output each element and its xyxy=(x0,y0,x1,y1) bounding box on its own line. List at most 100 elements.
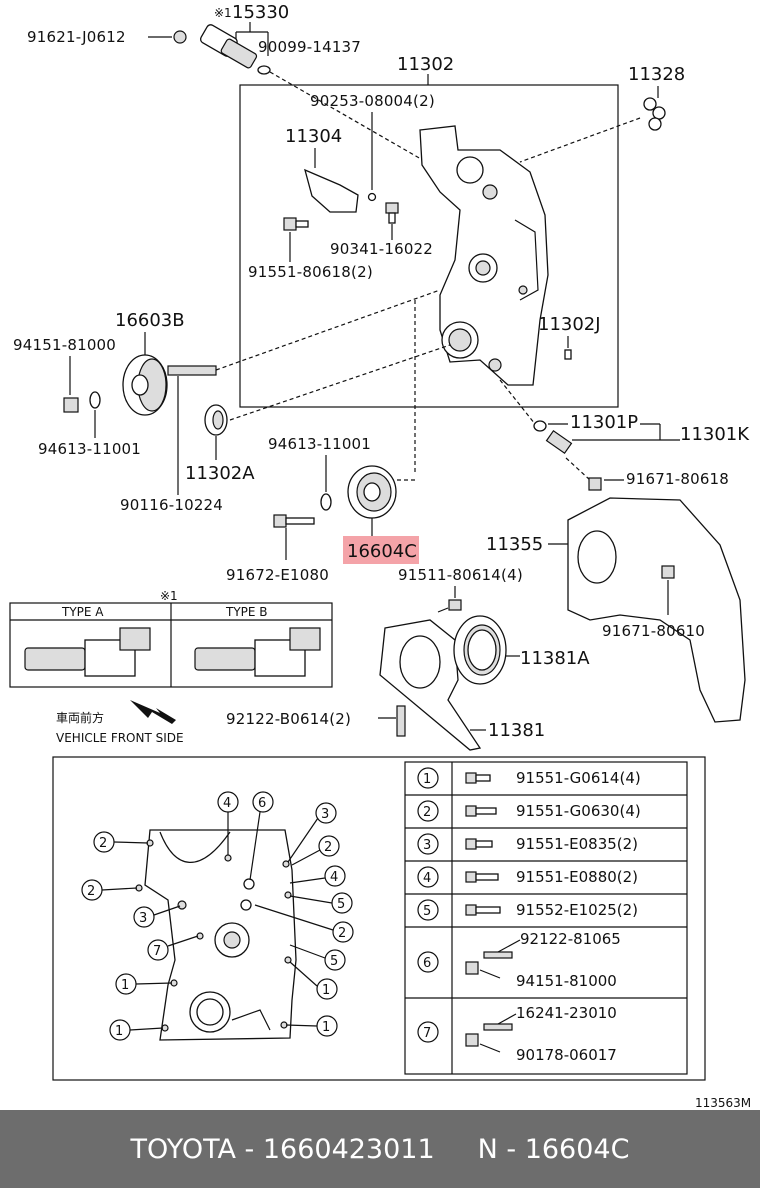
label-11328[interactable]: 11328 xyxy=(628,64,685,85)
note-mark: ※1 xyxy=(160,589,178,603)
label-91621-j0612[interactable]: 91621-J0612 xyxy=(27,28,126,46)
stud-bolt-90116-icon xyxy=(167,365,217,376)
oil-seal-11381a-icon xyxy=(453,615,507,685)
svg-text:2: 2 xyxy=(99,836,107,851)
svg-text:5: 5 xyxy=(330,954,338,969)
label-91551-80618[interactable]: 91551-80618(2) xyxy=(248,263,373,281)
svg-text:2: 2 xyxy=(324,840,332,855)
label-90116-10224[interactable]: 90116-10224 xyxy=(120,496,223,514)
bolt-90341-icon xyxy=(385,202,399,224)
legend-part-2[interactable]: 91551-G0630(4) xyxy=(516,802,641,820)
svg-text:2: 2 xyxy=(338,926,346,941)
label-15330[interactable]: 15330 xyxy=(232,2,289,23)
svg-text:4: 4 xyxy=(223,796,231,811)
type-b-label: TYPE B xyxy=(225,605,268,619)
footer-bar: TOYOTA - 1660423011 N - 16604C xyxy=(0,1110,760,1188)
oil-control-valve-icon xyxy=(199,24,258,69)
label-90253-08004[interactable]: 90253-08004(2) xyxy=(310,92,435,110)
label-16603b[interactable]: 16603B xyxy=(115,310,185,331)
label-91671-80618[interactable]: 91671-80618 xyxy=(626,470,729,488)
footer-ref-letter: N xyxy=(477,1133,498,1165)
rear-plate-11355-icon xyxy=(567,497,746,723)
o-ring-11301p-icon xyxy=(533,420,547,432)
diagram-code: 113563M xyxy=(695,1096,751,1110)
legend-table xyxy=(404,761,688,1075)
label-92122-b0614[interactable]: 92122-B0614(2) xyxy=(226,710,351,728)
label-91672-e1080[interactable]: 91672-E1080 xyxy=(226,566,329,584)
legend-part-6b[interactable]: 94151-81000 xyxy=(516,972,617,990)
label-94151-81000-top[interactable]: 94151-81000 xyxy=(13,336,116,354)
legend-part-3[interactable]: 91551-E0835(2) xyxy=(516,835,638,853)
footer-part-number: 1660423011 xyxy=(262,1133,435,1165)
label-90341-16022[interactable]: 90341-16022 xyxy=(330,240,433,258)
label-11381[interactable]: 11381 xyxy=(488,720,545,741)
svg-text:1: 1 xyxy=(423,772,431,787)
svg-text:1: 1 xyxy=(322,1020,330,1035)
valve-type-b-icon xyxy=(194,627,321,677)
gasket-11328-icon xyxy=(643,97,666,131)
bolt-91671-80618-icon xyxy=(588,477,602,491)
legend-row-6: 6 92122-81065 94151-81000 xyxy=(417,930,621,990)
legend-part-5[interactable]: 91552-E1025(2) xyxy=(516,901,638,919)
bolt-91672-icon xyxy=(273,514,315,528)
label-11301k[interactable]: 11301K xyxy=(680,424,750,445)
footer-sep: - xyxy=(497,1133,525,1165)
type-table xyxy=(9,602,333,688)
label-90099-14137[interactable]: 90099-14137 xyxy=(258,38,361,56)
label-11304[interactable]: 11304 xyxy=(285,126,342,147)
label-16604c[interactable]: 16604C xyxy=(347,541,417,562)
direction-arrow-icon xyxy=(130,700,176,724)
legend-row-4: 4 91551-E0880(2) xyxy=(417,866,638,888)
label-94613-11001-left[interactable]: 94613-11001 xyxy=(38,440,141,458)
label-11302[interactable]: 11302 xyxy=(397,54,454,75)
cover-plate-11304-icon xyxy=(304,168,359,213)
footer-gap xyxy=(435,1134,478,1165)
svg-text:3: 3 xyxy=(139,911,147,926)
o-ring-icon xyxy=(257,65,271,75)
legend-row-1: 1 91551-G0614(4) xyxy=(417,767,641,789)
svg-text:7: 7 xyxy=(153,944,161,959)
stud-icon xyxy=(396,705,406,737)
legend-part-4[interactable]: 91551-E0880(2) xyxy=(516,868,638,886)
label-91511-80614[interactable]: 91511-80614(4) xyxy=(398,566,523,584)
washer-mid-icon xyxy=(320,493,332,511)
footer-brand: TOYOTA xyxy=(130,1133,236,1165)
legend-row-3: 3 91551-E0835(2) xyxy=(417,833,638,855)
parts-diagram: 91621-J0612 ※1 15330 90099-14137 11302 1… xyxy=(9,2,751,1110)
legend-part-6a[interactable]: 92122-81065 xyxy=(520,930,621,948)
direction-en: VEHICLE FRONT SIDE xyxy=(56,731,184,745)
svg-text:1: 1 xyxy=(115,1024,123,1039)
cover-callouts: 4 6 3 2 2 2 4 3 5 7 2 5 1 1 1 1 xyxy=(81,791,354,1041)
svg-text:1: 1 xyxy=(121,978,129,993)
bolt-91551-icon xyxy=(283,217,309,231)
legend-row-7: 7 16241-23010 90178-06017 xyxy=(417,1004,617,1064)
label-94613-11001-mid[interactable]: 94613-11001 xyxy=(268,435,371,453)
bolt-icon xyxy=(173,30,187,44)
washer-icon xyxy=(89,391,101,409)
legend-row-5: 5 91552-E1025(2) xyxy=(417,899,638,921)
label-11302j[interactable]: 11302J xyxy=(538,314,601,335)
legend-part-1[interactable]: 91551-G0614(4) xyxy=(516,769,641,787)
label-11381a[interactable]: 11381A xyxy=(520,648,590,669)
type-a-label: TYPE A xyxy=(61,605,104,619)
bolt-91511-icon xyxy=(448,599,462,611)
svg-text:2: 2 xyxy=(423,805,431,820)
svg-text:2: 2 xyxy=(87,884,95,899)
label-11355[interactable]: 11355 xyxy=(486,534,543,555)
svg-text:6: 6 xyxy=(423,956,431,971)
legend-part-7a[interactable]: 16241-23010 xyxy=(516,1004,617,1022)
label-11302a[interactable]: 11302A xyxy=(185,463,255,484)
svg-text:7: 7 xyxy=(423,1026,431,1041)
svg-text:5: 5 xyxy=(423,904,431,919)
footer-ref-code: 16604C xyxy=(524,1133,630,1165)
highlight-box xyxy=(343,536,419,564)
label-11301p[interactable]: 11301P xyxy=(570,412,638,433)
label-91671-80610[interactable]: 91671-80610 xyxy=(602,622,705,640)
svg-text:3: 3 xyxy=(423,838,431,853)
svg-text:3: 3 xyxy=(321,807,329,822)
direction-jp: 車両前方 xyxy=(56,710,104,725)
idler-pulley-16604c-icon xyxy=(347,465,397,519)
svg-text:1: 1 xyxy=(322,983,330,998)
legend-row-2: 2 91551-G0630(4) xyxy=(417,800,641,822)
legend-part-7b[interactable]: 90178-06017 xyxy=(516,1046,617,1064)
